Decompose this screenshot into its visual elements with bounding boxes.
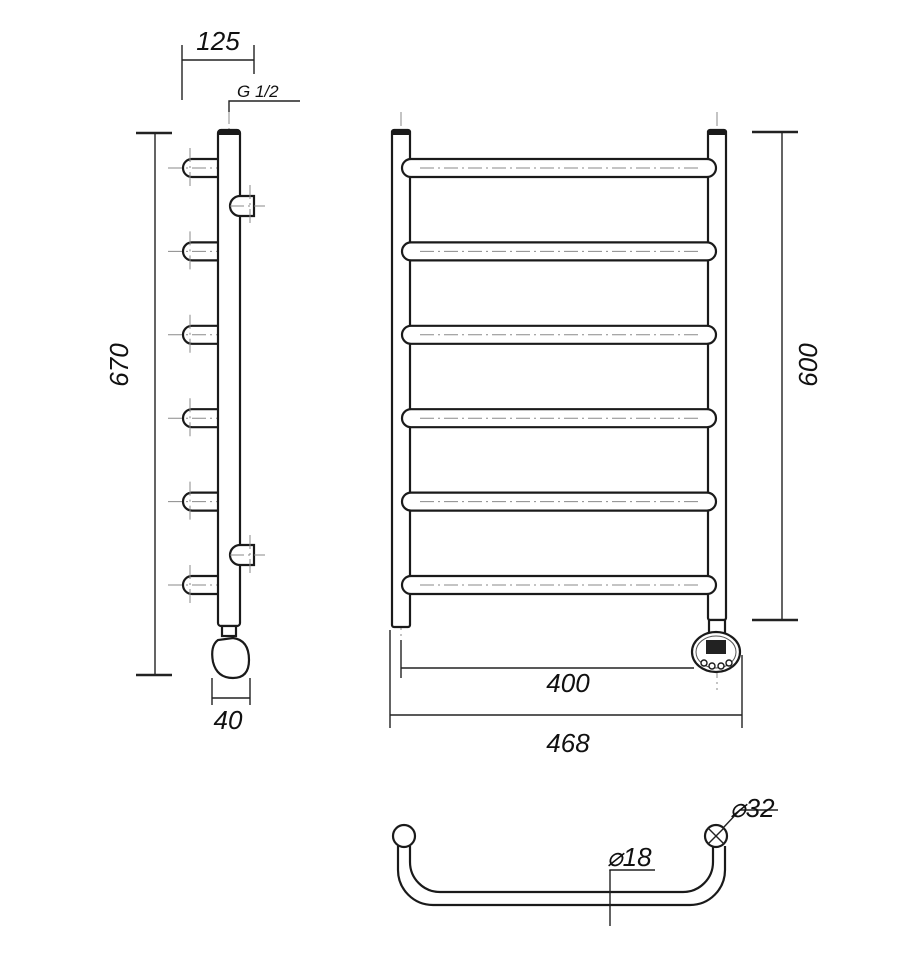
thread-label: G 1/2 (237, 82, 279, 101)
dimension-400: 400 (400, 640, 694, 698)
left-rail (390, 128, 412, 629)
dimension-label: 40 (214, 705, 243, 735)
side-fitting-bottom (228, 535, 265, 575)
dimension-600: 600 (752, 130, 823, 622)
dimension-label: 468 (546, 728, 590, 758)
left-rail-section (391, 823, 417, 849)
rail-diameter-label: ⌀32 (730, 793, 775, 823)
front-view (390, 112, 742, 690)
bar-diameter-label: ⌀18 (607, 842, 652, 872)
dimension-label: 600 (793, 343, 823, 387)
thread-callout: G 1/2 (228, 82, 300, 112)
heater-controller (690, 618, 742, 674)
side-heater (211, 624, 251, 680)
dimension-670: 670 (104, 131, 172, 677)
right-rail (706, 128, 728, 622)
dimension-label: 670 (104, 343, 134, 387)
dimension-468: 468 (389, 630, 743, 758)
side-fitting-top (228, 185, 265, 225)
dimension-125: 125 (181, 26, 255, 100)
dimension-label: 400 (546, 668, 590, 698)
profile-view: ⌀32 ⌀18 (391, 793, 778, 926)
side-view (168, 110, 265, 680)
dimension-label: 125 (196, 26, 240, 56)
dimension-40: 40 (211, 678, 251, 735)
